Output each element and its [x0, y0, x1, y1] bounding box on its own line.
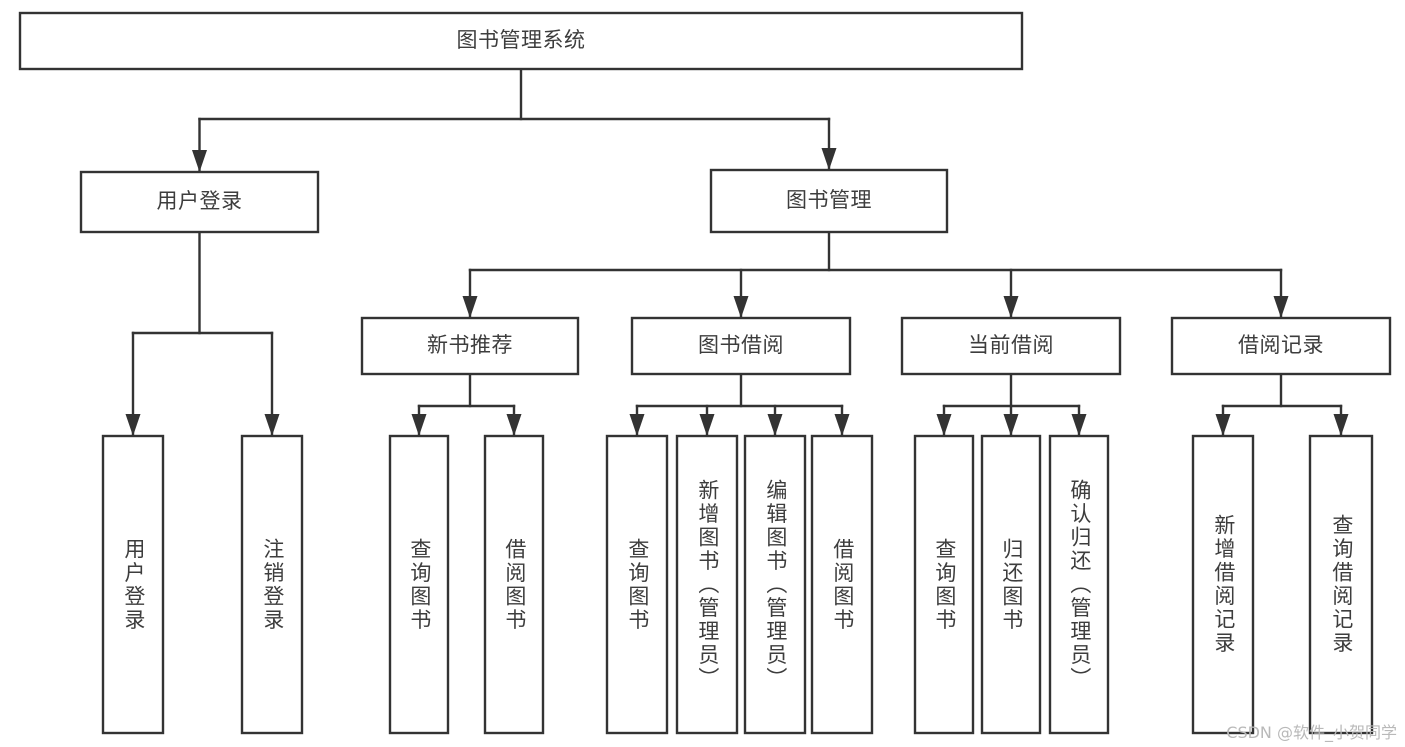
leaf-node-3-借阅图书[interactable] — [483, 434, 545, 735]
leaf-node-1-注销登录[interactable] — [240, 434, 304, 735]
arrow-leaf-2-2 — [767, 414, 783, 436]
arrow-level3-2 — [1003, 296, 1019, 318]
arrow-leaf-3-0 — [936, 414, 952, 436]
leaf-node-9-归还图书[interactable] — [980, 434, 1042, 735]
leaf-node-11-新增借阅记录[interactable] — [1191, 434, 1255, 735]
arrow-leaf-3-1 — [1003, 414, 1019, 436]
arrow-level3-0 — [462, 296, 478, 318]
arrow-leaf-4-1 — [1333, 414, 1349, 436]
leaf-node-2-查询图书[interactable] — [388, 434, 450, 735]
leaf-node-6-编辑图书-管理员[interactable] — [743, 434, 807, 735]
leaf-node-5-新增图书-管理员[interactable] — [675, 434, 739, 735]
leaf-node-4-查询图书[interactable] — [605, 434, 669, 735]
arrow-leaf-4-0 — [1215, 414, 1231, 436]
node-用户登录[interactable] — [79, 170, 320, 234]
arrow-leaf-0-1 — [264, 414, 280, 436]
leaf-node-12-查询借阅记录[interactable] — [1308, 434, 1374, 735]
arrow-level3-3 — [1273, 296, 1289, 318]
leaf-node-7-借阅图书[interactable] — [810, 434, 874, 735]
arrow-leaf-1-0 — [411, 414, 427, 436]
node-当前借阅[interactable] — [900, 316, 1122, 376]
leaf-node-0-用户登录[interactable] — [101, 434, 165, 735]
leaf-node-10-确认归还-管理员[interactable] — [1048, 434, 1110, 735]
arrow-leaf-3-2 — [1071, 414, 1087, 436]
arrow-level3-1 — [733, 296, 749, 318]
arrow-leaf-2-1 — [699, 414, 715, 436]
arrow-leaf-0-0 — [125, 414, 141, 436]
node-box-layer — [18, 11, 1392, 735]
node-借阅记录[interactable] — [1170, 316, 1392, 376]
node-图书管理[interactable] — [709, 168, 949, 234]
connector-layer — [131, 67, 1343, 437]
arrow-head-layer — [125, 148, 1349, 436]
arrow-leaf-2-3 — [834, 414, 850, 436]
arrow-level2-0 — [192, 150, 207, 172]
leaf-node-8-查询图书[interactable] — [913, 434, 975, 735]
node-图书借阅[interactable] — [630, 316, 852, 376]
watermark-text: CSDN @软件_小贺同学 — [1226, 723, 1397, 742]
arrow-level2-1 — [821, 148, 837, 170]
arrow-leaf-2-0 — [629, 414, 645, 436]
node-图书管理系统-root[interactable] — [18, 11, 1024, 71]
node-新书推荐[interactable] — [360, 316, 580, 376]
arrow-leaf-1-1 — [506, 414, 522, 436]
